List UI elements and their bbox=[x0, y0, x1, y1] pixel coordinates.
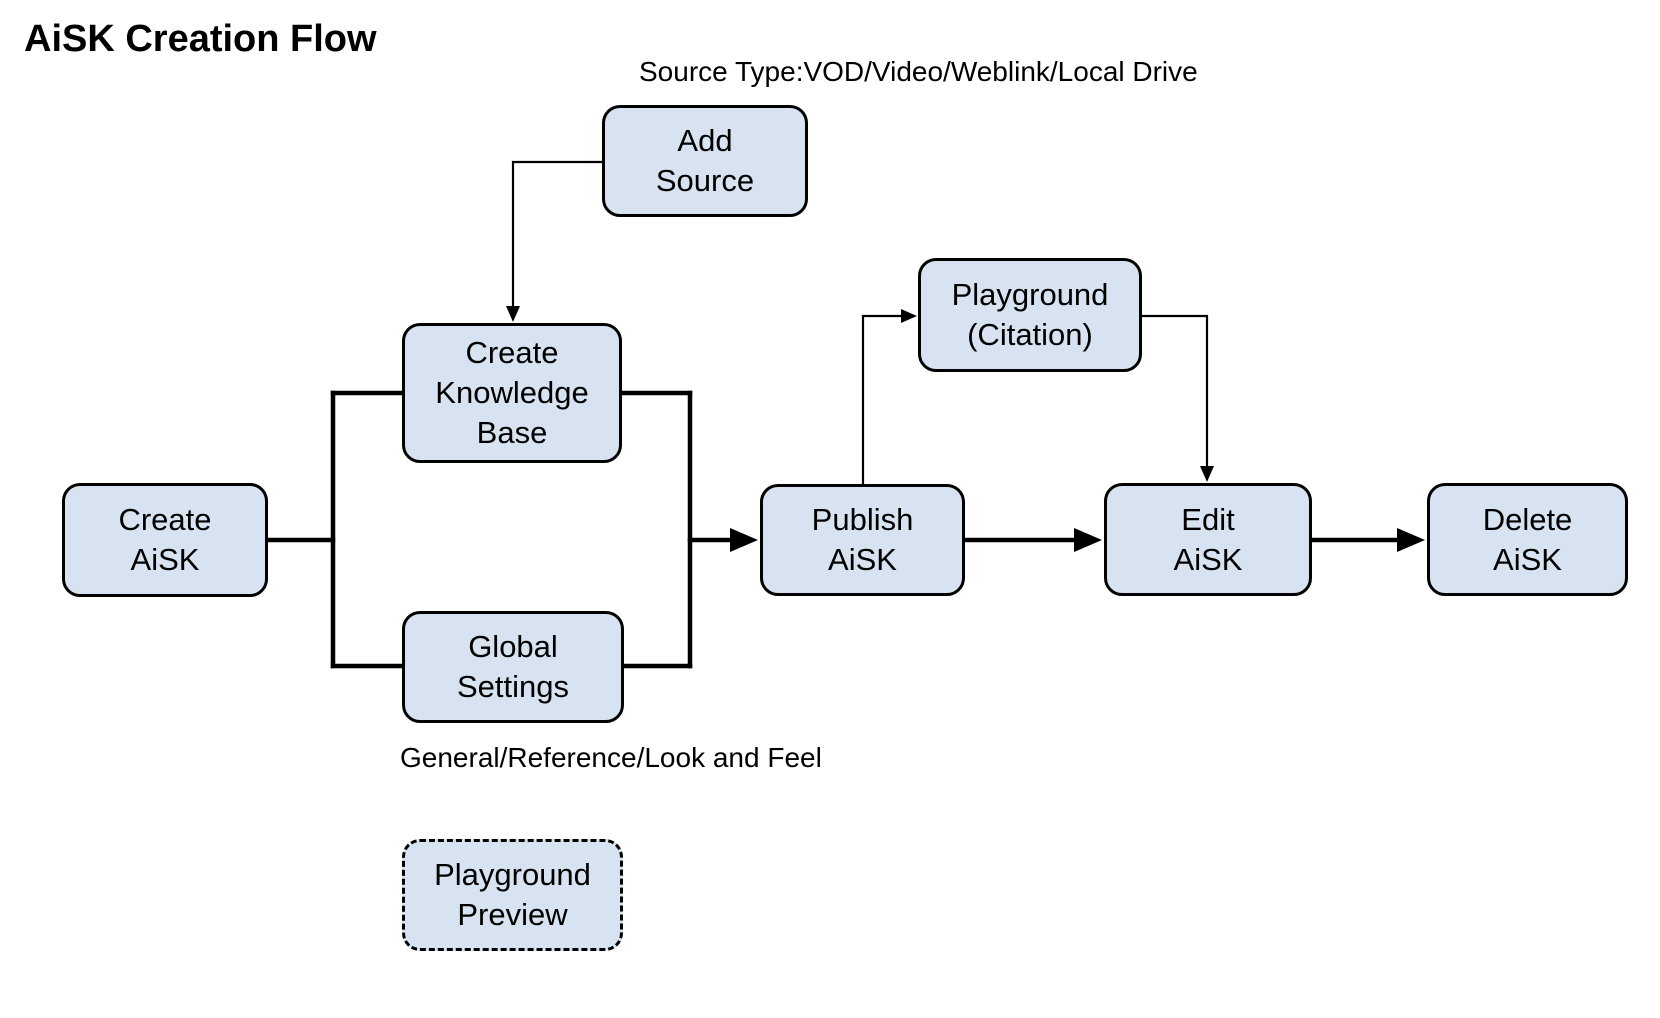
source-type-annotation: Source Type:VOD/Video/Weblink/Local Driv… bbox=[639, 56, 1198, 87]
node-label: Delete AiSK bbox=[1482, 501, 1573, 577]
node-label: Create AiSK bbox=[118, 502, 212, 577]
edge-playground-citation-to-edit bbox=[1142, 314, 1209, 479]
node-create-knowledge-base: Create Knowledge Base bbox=[402, 323, 622, 463]
node-playground-preview: Playground Preview bbox=[402, 839, 623, 951]
node-create-aisk: Create AiSK bbox=[62, 483, 268, 597]
arrowhead-playground-citation-left bbox=[901, 309, 917, 323]
node-add-source: Add Source bbox=[602, 105, 808, 217]
diagram-title: AiSK Creation Flow bbox=[24, 18, 377, 60]
arrowhead-delete-left bbox=[1397, 528, 1425, 552]
edge-add-source-to-create-kb bbox=[511, 160, 602, 319]
global-settings-detail-annotation: General/Reference/Look and Feel bbox=[400, 742, 822, 773]
node-global-settings: Global Settings bbox=[402, 611, 624, 723]
node-label: Edit AiSK bbox=[1173, 501, 1243, 577]
node-label: Playground (Citation) bbox=[951, 277, 1109, 352]
node-label: Publish AiSK bbox=[811, 502, 914, 577]
arrowhead-publish-left bbox=[730, 528, 758, 552]
node-label: Add Source bbox=[655, 123, 755, 198]
arrowhead-create-kb-top bbox=[506, 306, 520, 322]
node-playground-citation: Playground (Citation) bbox=[918, 258, 1142, 372]
arrowhead-edit-aisk-top bbox=[1200, 466, 1214, 482]
node-label: Create Knowledge Base bbox=[435, 335, 589, 450]
edge-publish-to-playground-citation bbox=[861, 314, 914, 484]
node-label: Global Settings bbox=[456, 629, 569, 704]
node-publish-aisk: Publish AiSK bbox=[760, 484, 965, 596]
node-label: Playground Preview bbox=[434, 857, 591, 932]
arrowhead-edit-left bbox=[1074, 528, 1102, 552]
node-edit-aisk: Edit AiSK bbox=[1104, 483, 1312, 596]
node-delete-aisk: Delete AiSK bbox=[1427, 483, 1628, 596]
